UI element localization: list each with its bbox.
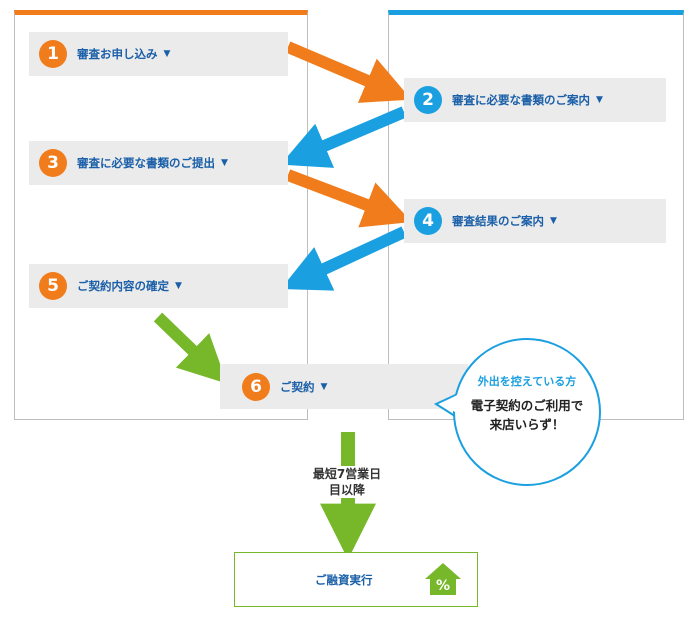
speech-bubble <box>453 338 601 486</box>
house-percent-text: % <box>436 578 450 594</box>
final-label: ご融資実行 <box>315 573 373 587</box>
step-number-badge: 1 <box>39 40 67 68</box>
duration-note: 最短7営業日 目以降 <box>306 466 388 498</box>
bubble-subtitle: 外出を控えている方 <box>477 375 577 388</box>
step-3-document-submission[interactable]: 3 審査に必要な書類のご提出 ▼ <box>29 141 288 185</box>
bubble-message: 電子契約のご利用で 来店いらず！ <box>461 396 593 434</box>
arrow-2-to-3 <box>280 106 407 168</box>
step-label: 審査に必要な書類のご提出 <box>77 156 215 170</box>
arrow-4-to-5 <box>280 226 407 291</box>
final-loan-execution[interactable]: ご融資実行 % <box>234 552 478 607</box>
step-2-document-guide[interactable]: 2 審査に必要な書類のご案内 ▼ <box>404 78 666 122</box>
step-number-badge: 4 <box>414 207 442 235</box>
step-label: 審査結果のご案内 <box>452 214 544 228</box>
step-label: ご契約内容の確定 <box>77 279 169 293</box>
chevron-down-icon: ▼ <box>596 95 603 105</box>
duration-note-line-2: 目以降 <box>328 483 365 497</box>
step-number-badge: 3 <box>39 149 67 177</box>
step-label: 審査お申し込み <box>77 47 158 61</box>
chevron-down-icon: ▼ <box>550 216 557 226</box>
left-column-panel <box>14 10 308 420</box>
step-5-contract-confirmation[interactable]: 5 ご契約内容の確定 ▼ <box>29 264 288 308</box>
chevron-down-icon: ▼ <box>175 281 182 291</box>
step-6-contract[interactable]: 6 ご契約 ▼ <box>220 364 468 409</box>
step-4-result-notice[interactable]: 4 審査結果のご案内 ▼ <box>404 199 666 243</box>
bubble-line-2: 来店いらず！ <box>489 417 565 432</box>
duration-note-line-1: 最短7営業日 <box>312 467 382 481</box>
step-label: ご契約 <box>280 379 315 394</box>
step-number-badge: 2 <box>414 86 442 114</box>
chevron-down-icon: ▼ <box>320 381 328 392</box>
step-label: 審査に必要な書類のご案内 <box>452 93 590 107</box>
step-number-badge: 5 <box>39 272 67 300</box>
house-percent-icon: % <box>425 563 461 595</box>
step-1-application[interactable]: 1 審査お申し込み ▼ <box>29 32 288 76</box>
arrow-1-to-2 <box>285 41 412 103</box>
chevron-down-icon: ▼ <box>163 49 171 59</box>
chevron-down-icon: ▼ <box>221 158 228 168</box>
step-number-badge: 6 <box>242 372 270 401</box>
arrow-3-to-4 <box>285 169 412 228</box>
bubble-line-1: 電子契約のご利用で <box>470 398 584 413</box>
arrow-5-to-6 <box>153 312 228 384</box>
